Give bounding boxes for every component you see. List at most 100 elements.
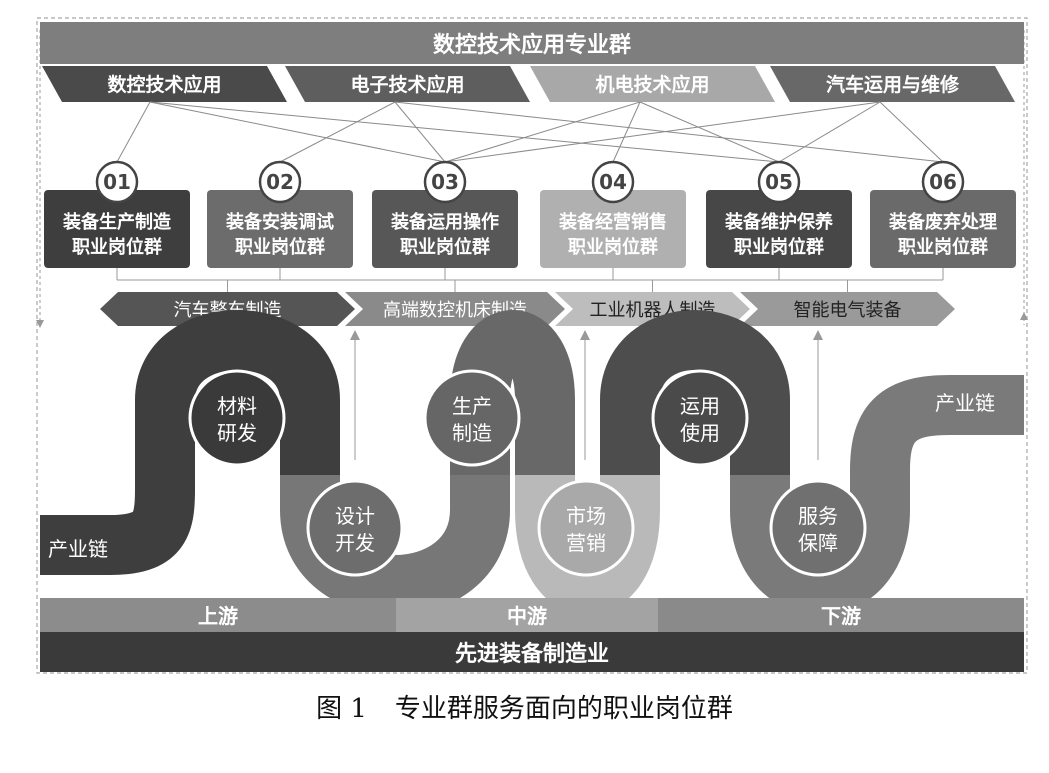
position-number: 04 <box>599 170 627 194</box>
industry-segment-1 <box>100 292 355 326</box>
connector-line <box>879 101 944 163</box>
position-number-circle <box>591 160 635 204</box>
stage-label-bottom: 制造 <box>452 421 492 445</box>
up-arrow-icon <box>813 330 823 340</box>
connector-line <box>444 101 881 163</box>
figure-number: 图 1 <box>316 694 367 724</box>
position-number-circle <box>258 160 302 204</box>
position-box-02 <box>207 190 353 268</box>
position-number: 05 <box>765 170 793 194</box>
position-title: 装备经营销售 <box>559 211 667 233</box>
figure-title: 专业群服务面向的职业岗位群 <box>394 694 733 724</box>
chain-stage-1 <box>188 369 286 467</box>
outer-frame <box>36 17 1028 674</box>
figure-caption: 图 1 专业群服务面向的职业岗位群 <box>0 688 1049 725</box>
footer-bar <box>40 632 1024 672</box>
position-number-circle <box>423 160 467 204</box>
position-number-circle <box>921 160 965 204</box>
connector-line <box>279 101 396 163</box>
position-title: 装备运用操作 <box>391 211 499 233</box>
chain-stage-4 <box>537 479 635 577</box>
major-label: 电子技术应用 <box>350 73 464 96</box>
chain-stage-5 <box>651 369 749 467</box>
position-subtitle: 职业岗位群 <box>734 236 824 258</box>
position-title: 装备维护保养 <box>725 211 834 233</box>
position-subtitle: 职业岗位群 <box>400 236 490 258</box>
stream-midstream-bg <box>396 598 658 632</box>
stream-midstream: 中游 <box>507 604 547 628</box>
stream-upstream-bg <box>40 598 396 632</box>
major-tab-3 <box>530 66 775 102</box>
stage-label-top: 材料 <box>217 394 257 418</box>
up-arrow-icon <box>580 330 590 340</box>
position-number: 06 <box>929 170 957 194</box>
position-number: 01 <box>103 170 131 194</box>
stage-label-top: 设计 <box>335 504 375 528</box>
stage-label-bottom: 使用 <box>680 421 720 445</box>
connector-line <box>149 101 780 163</box>
chain-segment-5 <box>600 310 790 475</box>
stage-label-top: 运用 <box>680 394 720 418</box>
header-title: 数控技术应用专业群 <box>433 32 631 58</box>
major-label: 数控技术应用 <box>107 73 221 96</box>
position-title: 装备安装调试 <box>226 211 334 233</box>
chain-stage-2 <box>306 479 404 577</box>
connector-line <box>394 101 446 163</box>
industry-chain: 产业链 产业链 <box>40 310 1024 615</box>
major-position-connectors <box>116 101 944 163</box>
connector-line <box>778 101 881 163</box>
chain-label-right: 产业链 <box>935 391 995 415</box>
connector-line <box>149 101 446 163</box>
position-number: 03 <box>431 170 459 194</box>
chain-segment-1 <box>40 310 340 575</box>
position-number: 02 <box>266 170 294 194</box>
connector-line <box>612 101 641 163</box>
chain-segment-6 <box>730 375 1024 615</box>
up-arrow-icon <box>350 330 360 340</box>
industry-label: 智能电气装备 <box>794 300 902 321</box>
connector-line <box>394 101 944 163</box>
stream-bar: 上游 中游 下游 <box>40 598 1024 632</box>
stage-label-top: 市场 <box>566 504 606 528</box>
major-label: 汽车运用与维修 <box>826 73 960 96</box>
position-title: 装备废弃处理 <box>889 211 997 233</box>
industry-segment-4 <box>740 292 955 326</box>
stream-upstream: 上游 <box>198 604 238 628</box>
stream-downstream-bg <box>658 598 1024 632</box>
stage-label-bottom: 营销 <box>566 531 606 555</box>
chain-stage-3 <box>423 369 521 467</box>
major-tab-4 <box>770 66 1015 102</box>
position-groups: 01装备生产制造职业岗位群02装备安装调试职业岗位群03装备运用操作职业岗位群0… <box>44 160 1016 268</box>
stream-downstream: 下游 <box>821 604 861 628</box>
connector-line <box>444 101 641 163</box>
position-subtitle: 职业岗位群 <box>898 236 988 258</box>
major-label: 机电技术应用 <box>595 73 709 96</box>
position-brackets <box>116 268 944 281</box>
stage-label-top: 生产 <box>452 394 492 418</box>
position-number-circle <box>757 160 801 204</box>
connector-line <box>116 101 151 163</box>
position-box-05 <box>706 190 852 268</box>
position-subtitle: 职业岗位群 <box>72 236 162 258</box>
position-box-03 <box>372 190 518 268</box>
header-bar <box>40 22 1024 64</box>
position-subtitle: 职业岗位群 <box>568 236 658 258</box>
position-box-06 <box>870 190 1016 268</box>
major-tab-2 <box>285 66 530 102</box>
connector-line <box>639 101 780 163</box>
position-box-01 <box>44 190 190 268</box>
major-tab-1 <box>42 66 287 102</box>
position-box-04 <box>540 190 686 268</box>
stage-label-top: 服务 <box>798 504 838 528</box>
stage-label-bottom: 研发 <box>217 421 257 445</box>
chain-up-arrows <box>350 330 823 460</box>
chain-label-left: 产业链 <box>48 537 108 561</box>
left-arrow-icon <box>36 320 44 328</box>
position-title: 装备生产制造 <box>63 211 171 233</box>
industry-chain-diagram: 数控技术应用专业群 数控技术应用 电子技术应用 机电技术应用 汽车运用与维修 01 装备… <box>36 17 1028 674</box>
footer-title: 先进装备制造业 <box>455 641 609 667</box>
stage-label-bottom: 开发 <box>335 531 375 555</box>
stage-label-bottom: 保障 <box>798 531 838 555</box>
right-arrow-icon <box>1020 312 1028 320</box>
